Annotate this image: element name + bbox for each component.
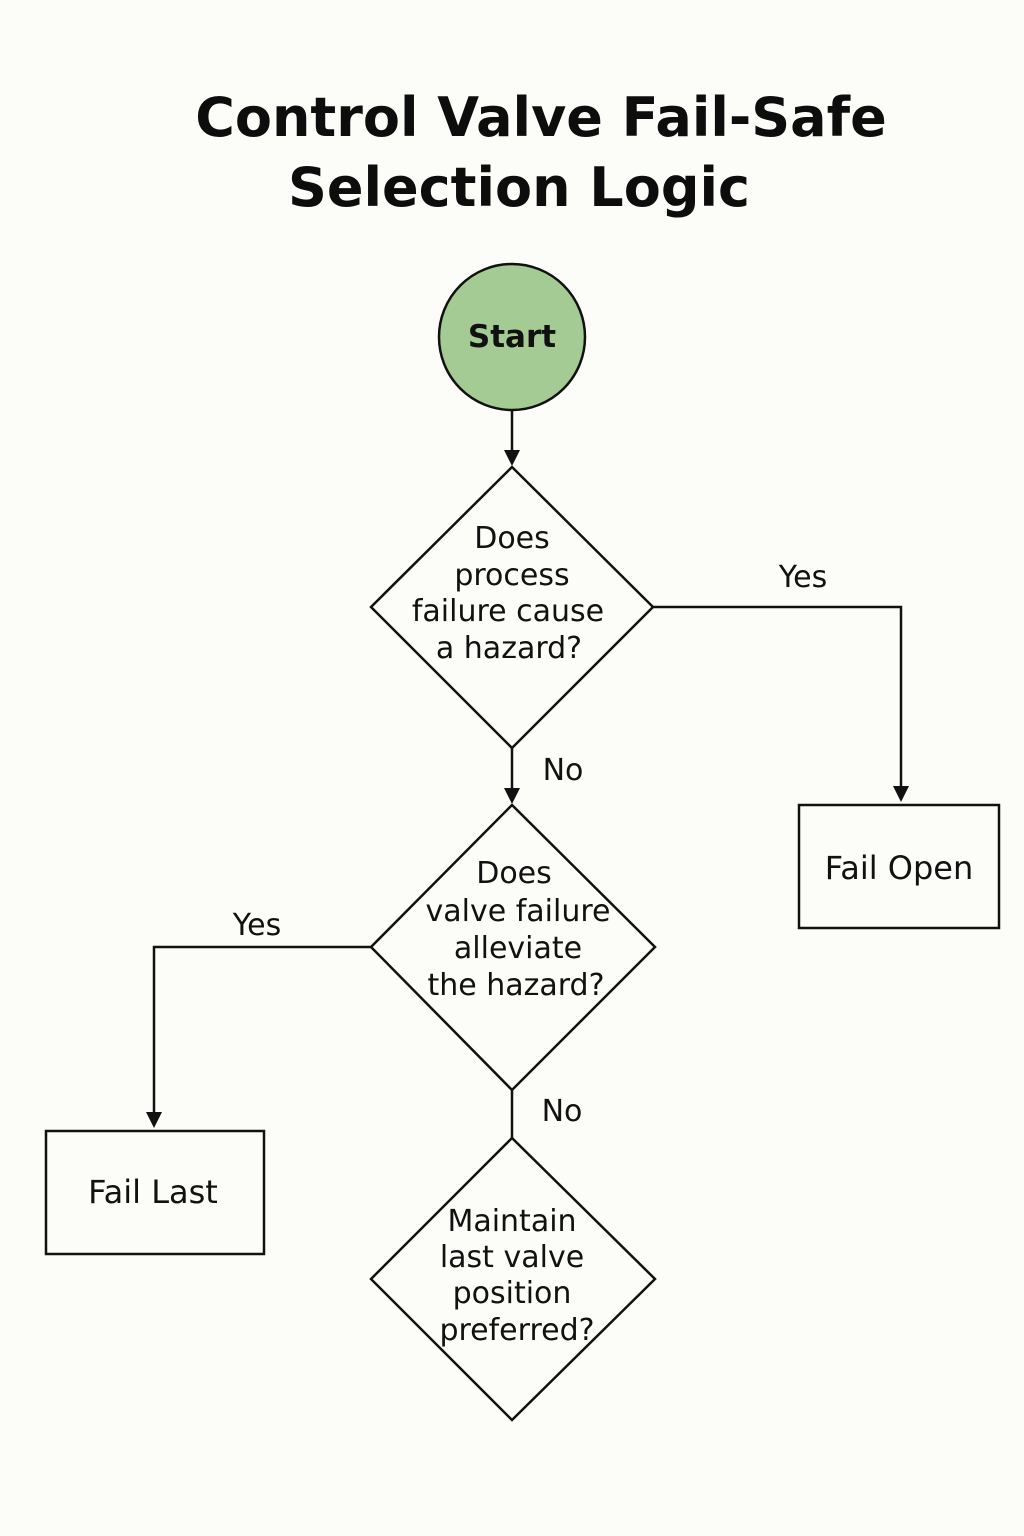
arrowhead	[504, 788, 520, 804]
edge-label-yes: Yes	[232, 908, 281, 943]
decision-valve-alleviate-line-1: Does	[476, 856, 552, 891]
decision-process-hazard-line-2: process	[454, 558, 569, 593]
decision-maintain-last-line-1: Maintain	[447, 1204, 576, 1239]
decision-maintain-last-line-3: position	[453, 1276, 572, 1311]
decision-maintain-last-line-4: preferred?	[439, 1313, 594, 1348]
result-box	[797, 803, 1001, 930]
decision-maintain-last: Maintain last valve position preferred?	[369, 1136, 657, 1422]
start-node: Start	[437, 262, 587, 412]
decision-valve-alleviate-line-2: valve failure	[426, 894, 611, 929]
edge-valve-alleviate-yes: Yes	[146, 908, 371, 1128]
decision-process-hazard-line-1: Does	[474, 521, 550, 556]
title-line-1: Control Valve Fail-Safe	[195, 86, 886, 149]
edge-process-hazard-no: No	[504, 748, 583, 804]
edge-label-no: No	[543, 753, 584, 788]
edge-label-yes: Yes	[778, 560, 827, 595]
result-fail-last: Fail Last	[44, 1129, 266, 1256]
decision-process-hazard-line-3: failure cause	[412, 594, 604, 629]
title-line-2: Selection Logic	[288, 156, 750, 219]
decision-process-hazard: Does process failure cause a hazard?	[369, 465, 655, 750]
decision-valve-alleviate: Does valve failure alleviate the hazard?	[369, 803, 657, 1092]
edge-start-to-process-hazard	[504, 410, 520, 466]
edge-valve-alleviate-no: No	[510, 1090, 583, 1138]
start-label: Start	[468, 319, 556, 355]
decision-valve-alleviate-line-3: alleviate	[454, 931, 582, 966]
result-fail-open: Fail Open	[797, 803, 1001, 930]
decision-process-hazard-line-4: a hazard?	[436, 631, 582, 666]
arrowhead	[146, 1112, 162, 1128]
arrowhead	[893, 786, 909, 802]
decision-maintain-last-line-2: last valve	[440, 1240, 584, 1275]
result-fail-open-label: Fail Open	[825, 849, 974, 887]
arrowhead	[504, 450, 520, 466]
edge-label-no: No	[542, 1094, 583, 1129]
decision-valve-alleviate-line-4: the hazard?	[427, 968, 604, 1003]
result-fail-last-label: Fail Last	[88, 1173, 218, 1211]
result-box	[44, 1129, 266, 1256]
edge-process-hazard-yes: Yes	[653, 560, 909, 802]
decision-diamond	[369, 1136, 657, 1422]
